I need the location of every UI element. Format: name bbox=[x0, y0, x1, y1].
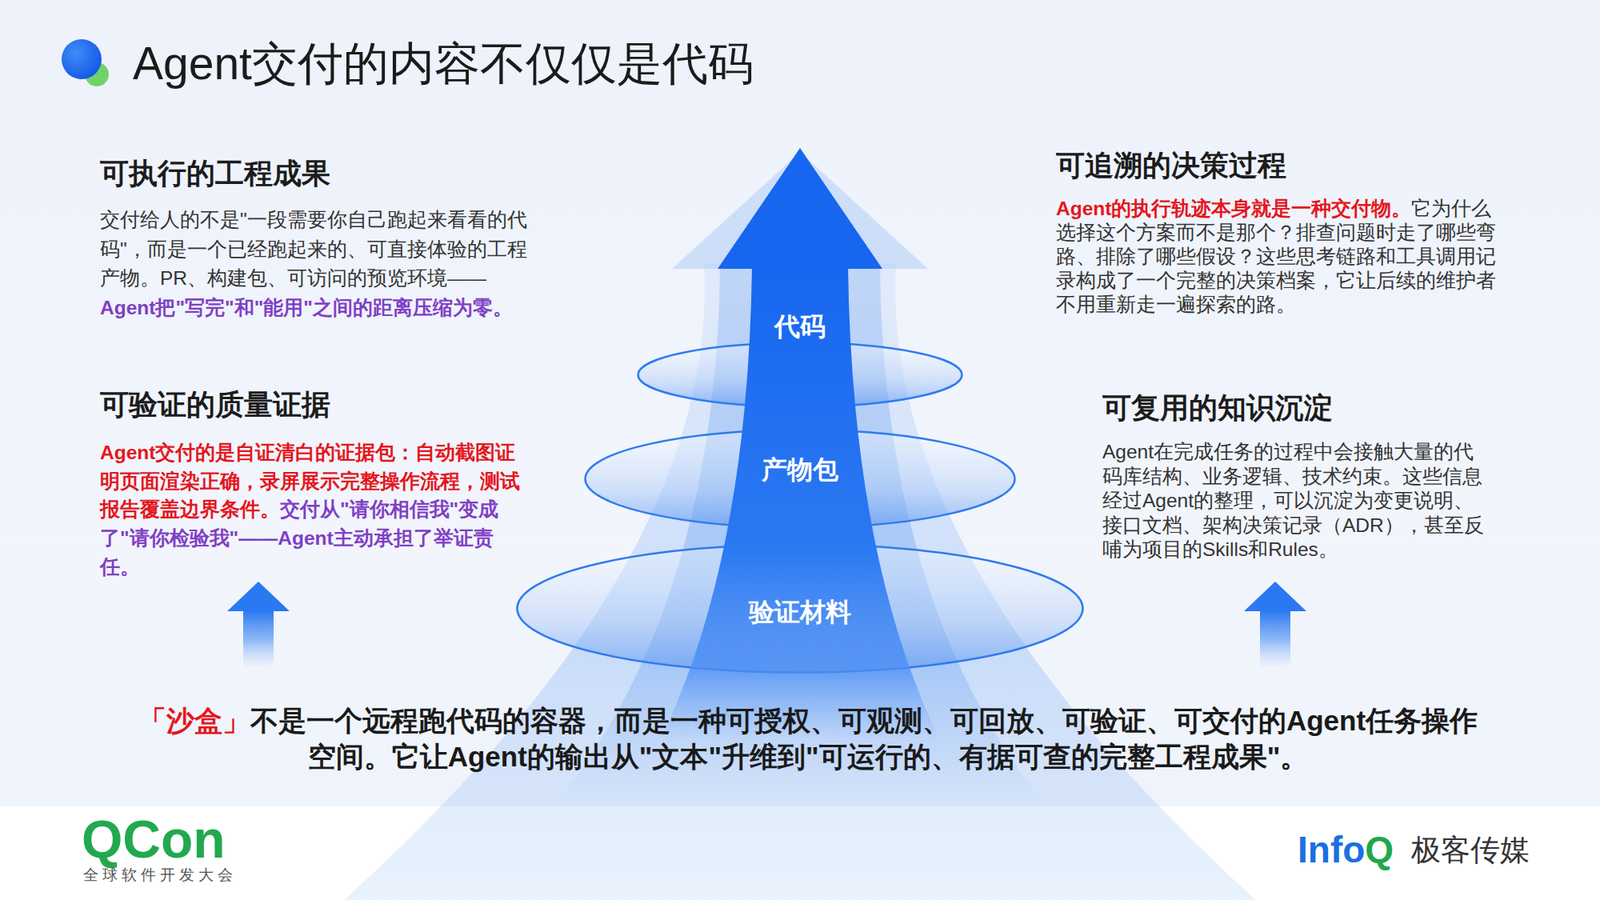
text-block: QCon bbox=[81, 812, 226, 866]
small-arrow-head bbox=[1244, 581, 1307, 612]
logo-dot-blue bbox=[61, 39, 102, 80]
glow-mountain bbox=[344, 264, 1256, 900]
small-arrow-head bbox=[227, 581, 290, 612]
brand-logo: Q bbox=[1364, 828, 1394, 871]
text-block: Agent交付的是自证清白的证据包：自动截图证明页面渲染正确，录屏展示完整操作流… bbox=[100, 438, 520, 582]
arrow-head bbox=[717, 148, 883, 269]
text-block: 全球软件开发大会 bbox=[83, 865, 237, 885]
brand-logo: Info bbox=[1297, 828, 1365, 871]
text-block: 可执行的工程成果 bbox=[100, 156, 331, 192]
section-heading: 可执行的工程成果 bbox=[100, 156, 331, 190]
small-arrow-shaft bbox=[243, 610, 274, 668]
small-arrow-shaft bbox=[1260, 610, 1291, 668]
brand-subtitle: 全球软件开发大会 bbox=[83, 866, 237, 884]
layer-ellipse: 产物包 bbox=[584, 428, 1016, 529]
section-body: Agent在完成任务的过程中会接触大量的代码库结构、业务逻辑、技术约束。这些信息… bbox=[1102, 440, 1484, 560]
section-body: 交付给人的不是"一段需要你自己跑起来看看的代码"，而是一个已经跑起来的、可直接体… bbox=[100, 208, 528, 289]
text-block: 可复用的知识沉淀 bbox=[1102, 390, 1333, 426]
slide-title: Agent交付的内容不仅仅是代码 bbox=[132, 39, 754, 88]
layer-ellipse: 验证材料 bbox=[516, 543, 1084, 674]
text-block: 可验证的质量证据 bbox=[100, 387, 331, 423]
text-block: 「沙盒」不是一个远程跑代码的容器，而是一种可授权、可观测、可回放、可验证、可交付… bbox=[128, 702, 1488, 775]
section-heading: 可验证的质量证据 bbox=[100, 388, 331, 421]
section-heading: 可追溯的决策过程 bbox=[1056, 148, 1287, 182]
highlight-text: 「沙盒」 bbox=[138, 704, 251, 736]
text-block: 可追溯的决策过程 bbox=[1056, 148, 1287, 184]
brand-name: 极客传媒 bbox=[1411, 833, 1530, 867]
caption-text: 不是一个远程跑代码的容器，而是一种可授权、可观测、可回放、可验证、可交付的Age… bbox=[250, 704, 1478, 772]
highlight-text: Agent把"写完"和"能用"之间的距离压缩为零。 bbox=[100, 296, 513, 319]
ellipse-outline bbox=[636, 341, 964, 408]
section-heading: 可复用的知识沉淀 bbox=[1102, 391, 1333, 424]
text-block: 极客传媒 bbox=[1411, 834, 1530, 867]
brand-logo: QCon bbox=[81, 809, 226, 869]
ellipse-shape bbox=[638, 343, 963, 408]
text-block: Agent在完成任务的过程中会接触大量的代码库结构、业务逻辑、技术约束。这些信息… bbox=[1102, 440, 1491, 563]
highlight-text: Agent的执行轨迹本身就是一种交付物。 bbox=[1056, 197, 1412, 220]
layer-label: 代码 bbox=[636, 310, 964, 343]
text-block: 交付给人的不是"一段需要你自己跑起来看看的代码"，而是一个已经跑起来的、可直接体… bbox=[100, 205, 536, 323]
layer-label: 产物包 bbox=[584, 453, 1016, 486]
text-block: InfoQ bbox=[1297, 831, 1394, 868]
text-block: Agent的执行轨迹本身就是一种交付物。它为什么选择这个方案而不是那个？排查问题… bbox=[1056, 196, 1504, 317]
layer-ellipse: 代码 bbox=[636, 341, 964, 408]
layer-label: 验证材料 bbox=[516, 596, 1084, 628]
glow-arrow-head bbox=[672, 152, 928, 269]
